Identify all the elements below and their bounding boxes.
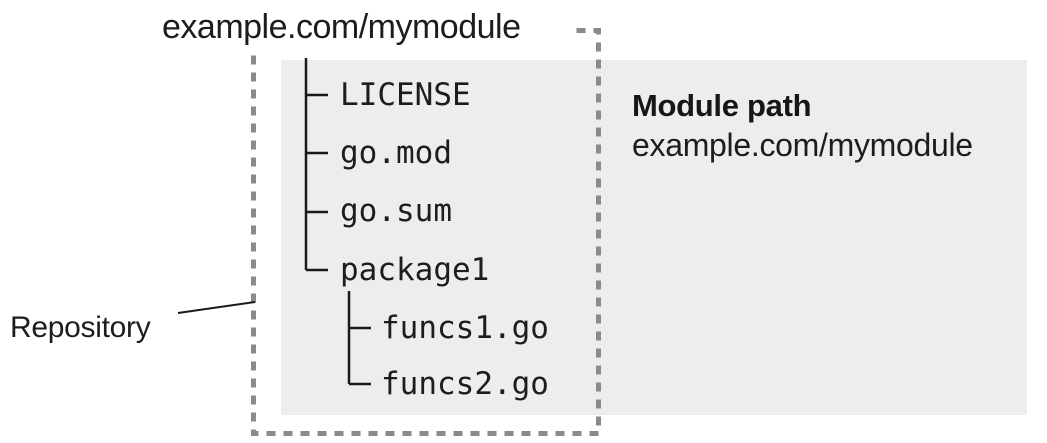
tree-item-license: LICENSE	[340, 77, 471, 113]
module-path-value: example.com/mymodule	[632, 127, 973, 163]
tree-item-go-sum: go.sum	[340, 193, 452, 229]
tree-item-funcs1-go: funcs1.go	[381, 310, 549, 346]
module-path-heading: Module path	[632, 88, 812, 123]
tree-item-funcs2-go: funcs2.go	[381, 366, 549, 402]
repository-pointer-line	[177, 301, 256, 314]
repository-url-title: example.com/mymodule	[140, 4, 572, 50]
repository-label: Repository	[10, 311, 151, 344]
tree-item-go-mod: go.mod	[340, 135, 452, 171]
tree-item-package1: package1	[340, 252, 490, 288]
